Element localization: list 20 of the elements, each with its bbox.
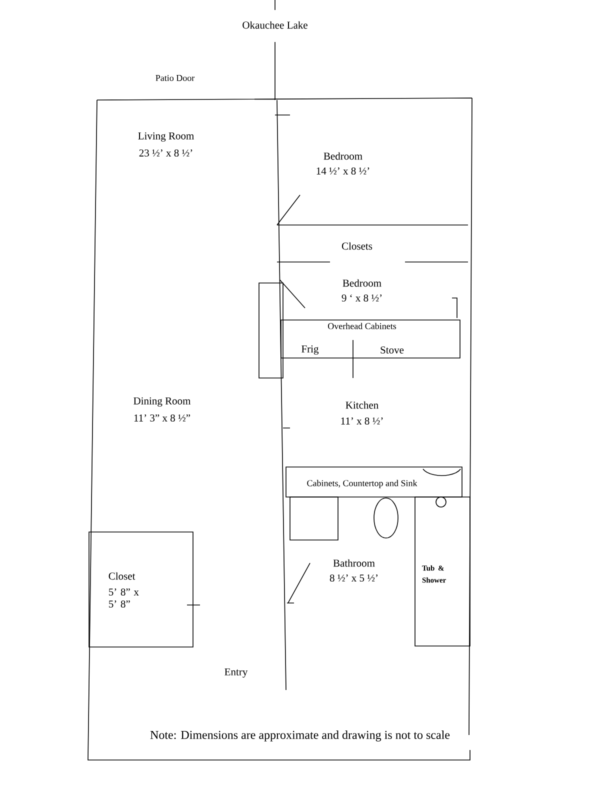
room-name: Dining Room bbox=[134, 397, 191, 407]
room-dimensions: 9 ‘ x 8 ½’ bbox=[342, 294, 382, 302]
note-text: Note: Dimensions are approximate and drawing is not to scale bbox=[150, 730, 450, 742]
counter-band: Cabinets, Countertop and Sink bbox=[286, 466, 462, 498]
room-name: Kitchen bbox=[346, 401, 378, 409]
closet-box: Closet 5’ 8” x 5’ 8” bbox=[88, 532, 194, 648]
room-dimensions: 11’ 3” x 8 ½” bbox=[134, 414, 190, 422]
room-dimensions: 8 ½’ x 5 ½’ bbox=[330, 574, 378, 582]
room-dimensions: 14 ½’ x 8 ½’ bbox=[316, 167, 370, 175]
room-name: Living Room bbox=[138, 132, 194, 142]
room-dimensions: 11’ x 8 ½’ bbox=[341, 417, 383, 425]
closet-label: Closets bbox=[342, 242, 372, 250]
entry-label: Entry bbox=[224, 668, 248, 678]
door-label: Patio Door bbox=[156, 74, 195, 82]
cabinet-band: Overhead Cabinets Frig Stove bbox=[280, 320, 460, 358]
room-name: Bedroom bbox=[324, 152, 362, 160]
room-dimensions: 23 ½’ x 8 ½’ bbox=[139, 149, 192, 157]
room-name: Bathroom bbox=[333, 559, 375, 567]
room-name: Bedroom bbox=[342, 279, 382, 287]
place-name: Okauchee Lake bbox=[242, 21, 308, 29]
